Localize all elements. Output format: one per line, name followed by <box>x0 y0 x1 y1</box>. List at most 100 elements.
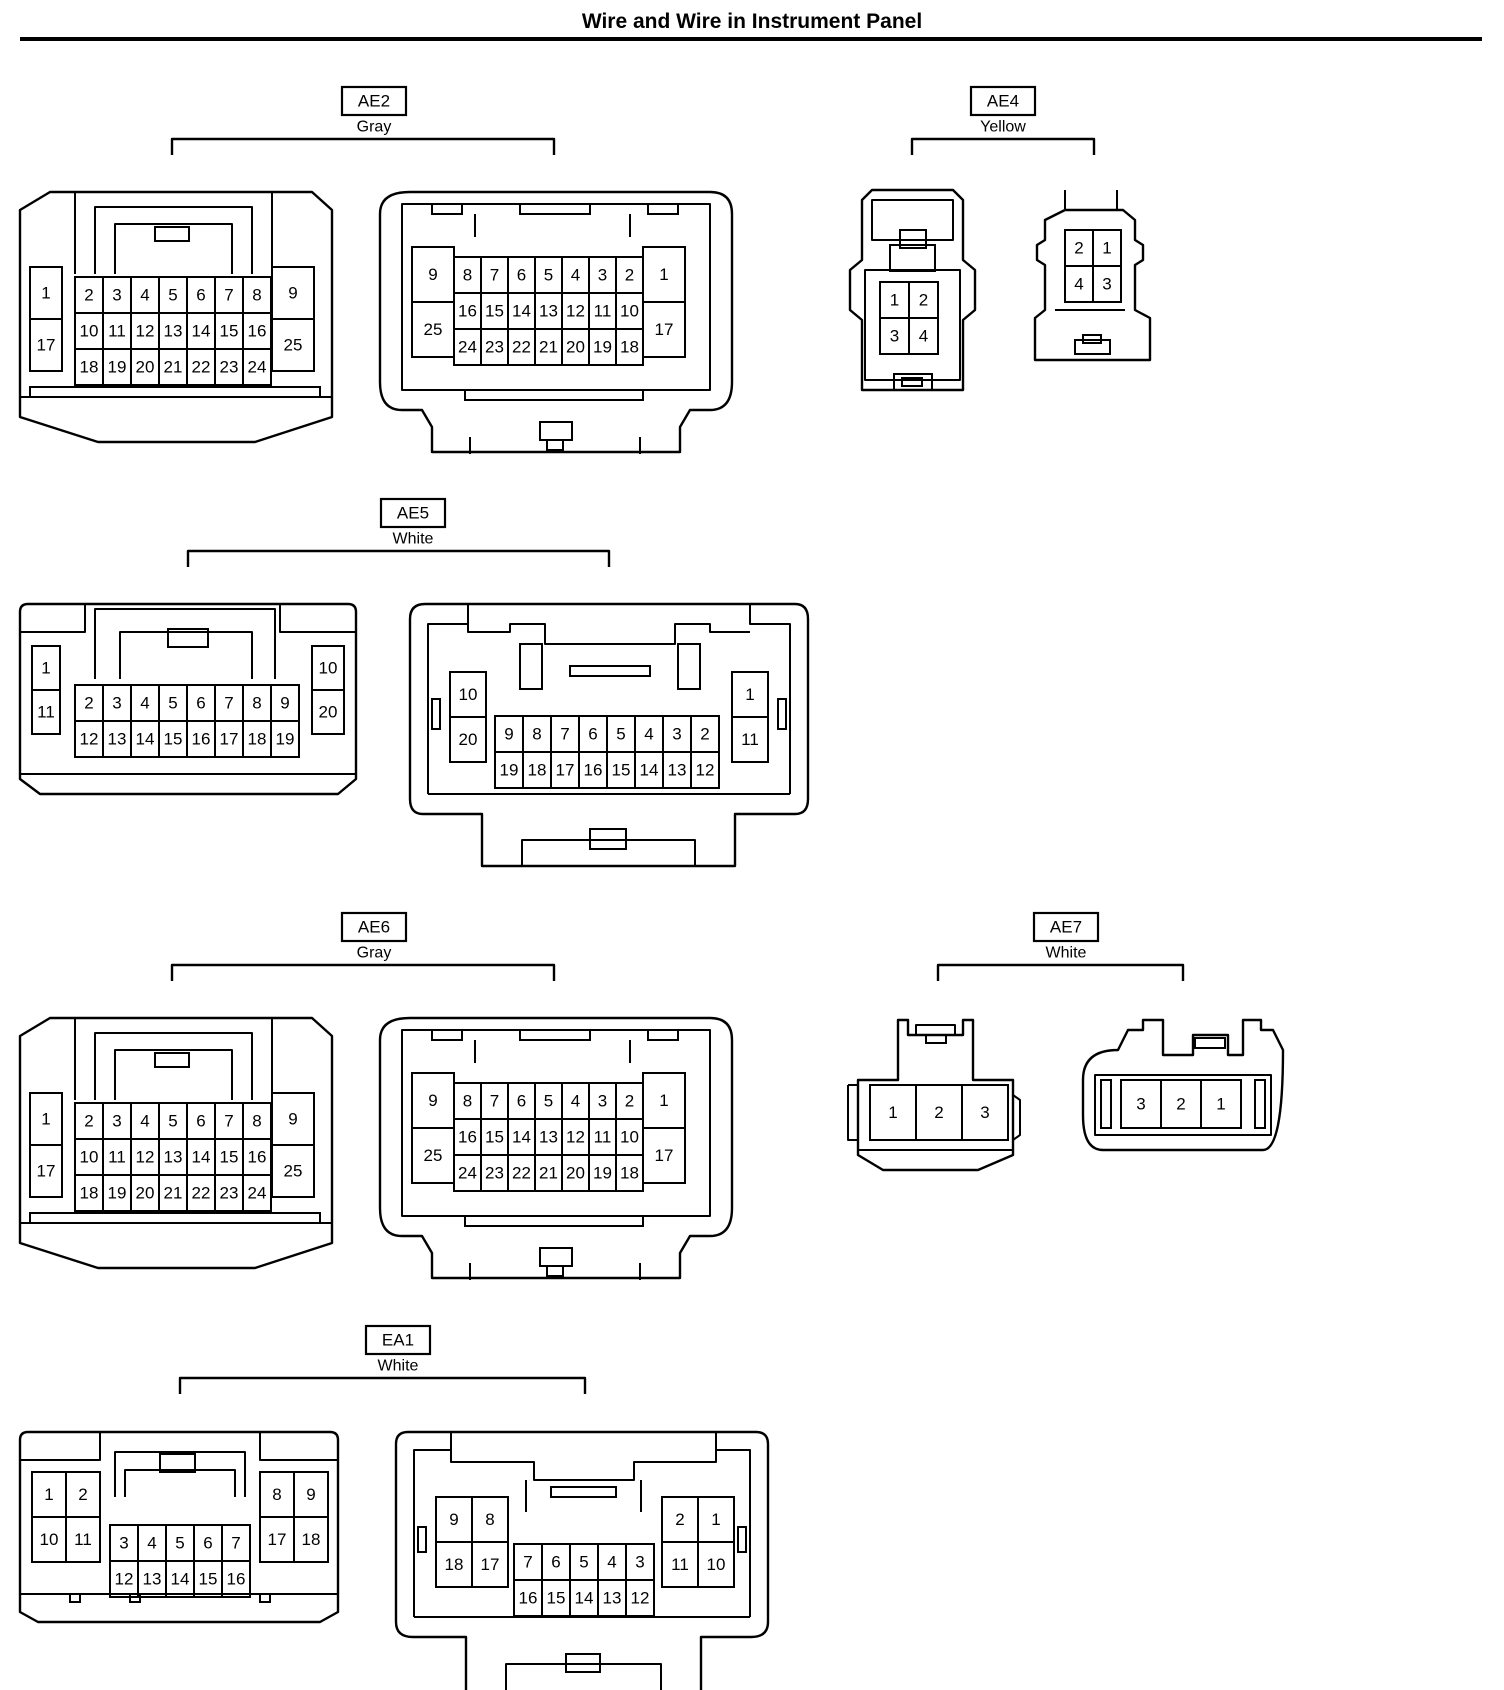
cavity-number: 4 <box>571 266 580 285</box>
cavity-number: 14 <box>136 730 155 749</box>
cavity-number: 17 <box>37 1162 56 1181</box>
cavity-number: 6 <box>196 1112 205 1131</box>
cavity-number: 4 <box>919 327 928 346</box>
cavity-number: 24 <box>248 358 267 377</box>
cavity-number: 6 <box>517 266 526 285</box>
cavity-number: 17 <box>556 761 575 780</box>
cavity-number: 14 <box>512 302 531 321</box>
cavity-number: 9 <box>428 265 437 284</box>
cavity-number: 2 <box>675 1510 684 1529</box>
cavity-number: 11 <box>74 1530 92 1549</box>
cavity-number: 19 <box>108 1184 127 1203</box>
cavity-number: 13 <box>164 1148 183 1167</box>
cavity-number: 10 <box>620 302 639 321</box>
cavity-number: 9 <box>288 284 297 303</box>
cavity-number: 2 <box>78 1485 87 1504</box>
cavity-number: 22 <box>192 1184 211 1203</box>
cavity-number: 9 <box>449 1510 458 1529</box>
cavity-number: 10 <box>80 322 99 341</box>
cavity-number: 5 <box>175 1534 184 1553</box>
cavity-number: 23 <box>220 358 239 377</box>
cavity-number: 23 <box>220 1184 239 1203</box>
cavity-number: 8 <box>252 286 261 305</box>
cavity-number: 17 <box>37 336 56 355</box>
cavity-number: 16 <box>227 1570 246 1589</box>
cavity-number: 23 <box>485 338 504 357</box>
cavity-number: 16 <box>458 302 477 321</box>
connector-color: White <box>393 531 434 548</box>
cavity-number: 9 <box>280 694 289 713</box>
cavity-number: 10 <box>459 685 478 704</box>
cavity-number: 14 <box>192 1148 211 1167</box>
cavity-number: 18 <box>445 1555 464 1574</box>
cavity-number: 5 <box>168 694 177 713</box>
page-title: Wire and Wire in Instrument Panel <box>581 10 923 33</box>
cavity-number: 16 <box>248 322 267 341</box>
connector-color: Yellow <box>980 119 1026 136</box>
cavity-number: 18 <box>620 338 639 357</box>
cavity-number: 25 <box>424 1146 443 1165</box>
cavity-number: 17 <box>481 1555 500 1574</box>
connector-id: AE4 <box>987 92 1019 111</box>
connector-id: EA1 <box>382 1331 414 1350</box>
cavity-number: 20 <box>136 1184 155 1203</box>
cavity-number: 22 <box>512 1164 531 1183</box>
cavity-number: 1 <box>711 1510 720 1529</box>
cavity-number: 13 <box>603 1589 622 1608</box>
cavity-number: 12 <box>566 1128 585 1147</box>
cavity-number: 6 <box>196 286 205 305</box>
cavity-number: 17 <box>655 320 674 339</box>
connector-color: White <box>1046 945 1087 962</box>
cavity-number: 21 <box>164 1184 183 1203</box>
cavity-number: 11 <box>594 1128 612 1147</box>
connector-color: Gray <box>357 119 392 136</box>
cavity-number: 7 <box>224 286 233 305</box>
cavity-number: 4 <box>140 286 149 305</box>
cavity-number: 25 <box>424 320 443 339</box>
cavity-number: 12 <box>631 1589 650 1608</box>
cavity-number: 3 <box>598 1092 607 1111</box>
cavity-number: 2 <box>84 1112 93 1131</box>
cavity-number: 18 <box>248 730 267 749</box>
cavity-number: 18 <box>620 1164 639 1183</box>
cavity-number: 14 <box>171 1570 190 1589</box>
connector-id: AE6 <box>358 918 390 937</box>
cavity-number: 2 <box>700 725 709 744</box>
cavity-number: 14 <box>575 1589 594 1608</box>
cavity-number: 1 <box>1216 1095 1225 1114</box>
cavity-number: 11 <box>594 302 612 321</box>
cavity-number: 2 <box>919 291 928 310</box>
cavity-number: 5 <box>544 1092 553 1111</box>
cavity-number: 15 <box>485 1128 504 1147</box>
cavity-number: 22 <box>512 338 531 357</box>
cavity-number: 7 <box>490 1092 499 1111</box>
cavity-number: 1 <box>890 291 899 310</box>
cavity-number: 8 <box>485 1510 494 1529</box>
cavity-number: 10 <box>40 1530 59 1549</box>
cavity-number: 5 <box>616 725 625 744</box>
cavity-number: 15 <box>612 761 631 780</box>
cavity-number: 11 <box>108 1148 126 1167</box>
cavity-number: 1 <box>41 659 50 678</box>
cavity-number: 7 <box>224 1112 233 1131</box>
cavity-number: 3 <box>635 1553 644 1572</box>
cavity-number: 20 <box>459 730 478 749</box>
cavity-number: 4 <box>1074 275 1083 294</box>
cavity-number: 3 <box>112 286 121 305</box>
cavity-number: 13 <box>539 302 558 321</box>
cavity-number: 5 <box>544 266 553 285</box>
cavity-number: 3 <box>112 1112 121 1131</box>
cavity-number: 20 <box>566 1164 585 1183</box>
cavity-number: 4 <box>147 1534 156 1553</box>
cavity-number: 11 <box>108 322 126 341</box>
cavity-number: 17 <box>220 730 239 749</box>
cavity-number: 1 <box>659 1091 668 1110</box>
